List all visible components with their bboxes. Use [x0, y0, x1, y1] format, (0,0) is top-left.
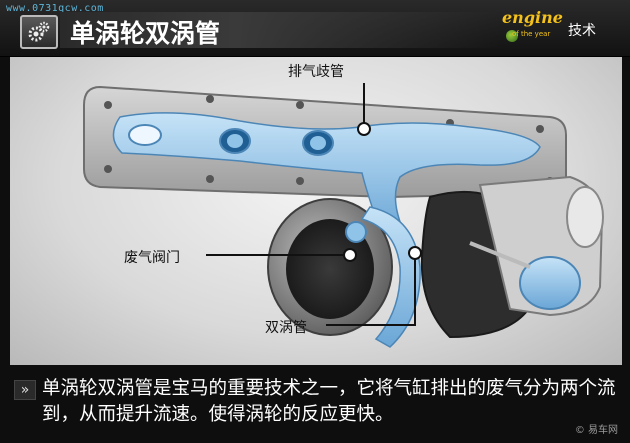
- turbo-diagram-image: 排气歧管 废气阀门 双涡管: [10, 57, 622, 365]
- runner-ports: [128, 124, 334, 156]
- compressor-inlet: [566, 186, 604, 248]
- callout-markers: [343, 122, 422, 262]
- watermark-url: www.0731qcw.com: [6, 3, 104, 14]
- turbine-outlet: [286, 219, 374, 319]
- turbo-illustration: [83, 83, 604, 348]
- label-twin-scroll: 双涡管: [265, 320, 307, 336]
- caption-text: 单涡轮双涡管是宝马的重要技术之一，它将气缸排出的废气分为两个流到，从而提升流速。…: [42, 378, 616, 425]
- section-tag: 技术: [568, 23, 596, 39]
- label-exhaust-manifold: 排气歧管: [288, 64, 344, 80]
- title-background: [60, 12, 500, 48]
- twin-scroll-passage: [360, 206, 421, 348]
- callout-leaders: [206, 83, 416, 326]
- header-bar: www.0731qcw.com 单涡轮双涡管 engine of the yea…: [0, 0, 630, 57]
- wastegate-valve: [345, 221, 367, 243]
- label-wastegate: 废气阀门: [124, 250, 180, 266]
- image-credit: © 易车网: [574, 425, 618, 436]
- double-chevron-icon: »: [14, 380, 36, 400]
- logo-subtitle: of the year: [512, 30, 551, 38]
- actuator-rod: [469, 241, 531, 269]
- engine-of-the-year-logo: engine of the year: [500, 8, 563, 48]
- globe-icon: [506, 30, 518, 42]
- page-title: 单涡轮双涡管: [70, 19, 221, 48]
- caption-panel: » 单涡轮双涡管是宝马的重要技术之一，它将气缸排出的废气分为两个流到，从而提升流…: [10, 368, 622, 440]
- wastegate-actuator: [519, 256, 581, 310]
- logo-word: engine: [502, 8, 563, 27]
- gears-icon: [20, 15, 58, 49]
